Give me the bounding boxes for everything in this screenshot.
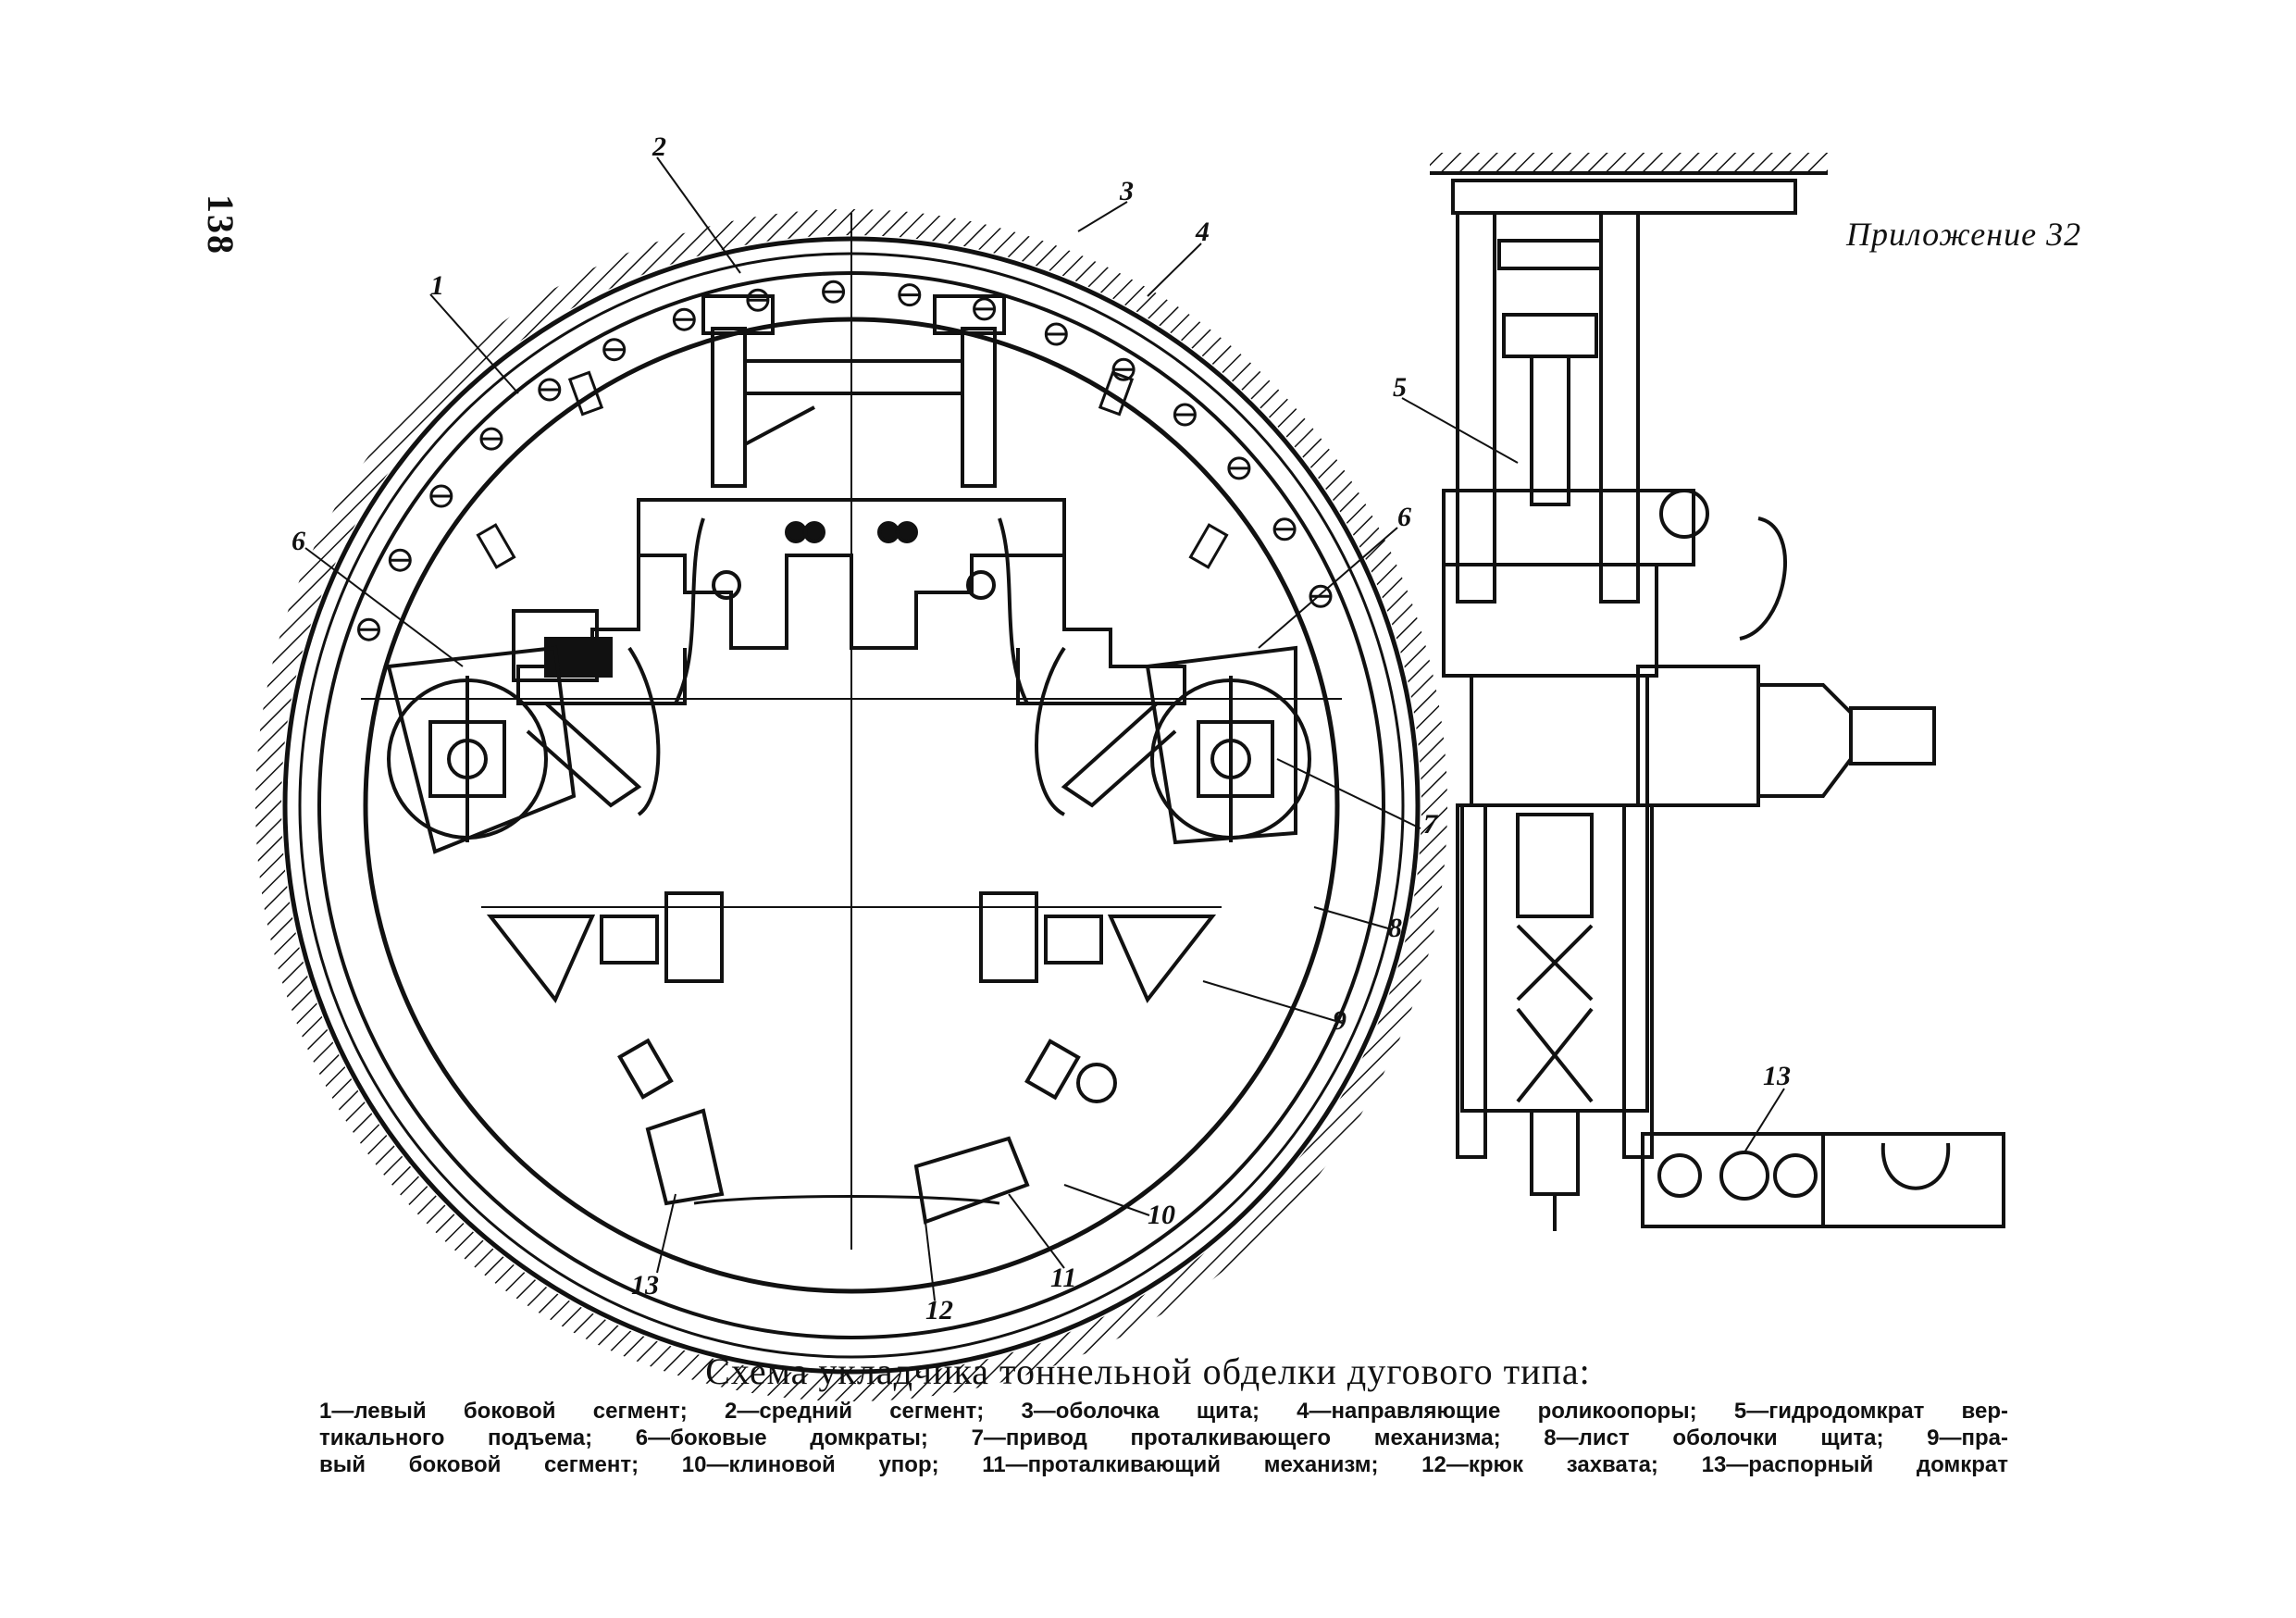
side-view <box>1430 153 2005 1231</box>
ground-top-hatch <box>1430 153 1828 173</box>
callout-12: 12 <box>925 1295 953 1326</box>
callout-4: 4 <box>1195 217 1210 247</box>
callout-13-right: 13 <box>1763 1061 1791 1091</box>
callout-8: 8 <box>1388 913 1402 943</box>
callout-6-left: 6 <box>292 526 305 556</box>
leader-lines <box>304 156 1785 1301</box>
callout-3: 3 <box>1119 176 1134 206</box>
callout-7: 7 <box>1423 809 1438 840</box>
callout-11: 11 <box>1050 1263 1076 1293</box>
legend-line: тикального подъема; 6—боковые домкраты; … <box>319 1425 2008 1450</box>
callout-10: 10 <box>1148 1200 1175 1230</box>
side-brackets <box>476 370 1229 569</box>
callout-6-right: 6 <box>1397 502 1411 532</box>
roller-supports <box>357 280 1333 641</box>
callout-2: 2 <box>652 131 666 162</box>
callout-13-left: 13 <box>631 1270 659 1301</box>
legend-line: 1—левый боковой сегмент; 2—средний сегме… <box>319 1399 2008 1424</box>
callout-5: 5 <box>1393 372 1407 403</box>
right-side-drum <box>1035 645 1311 845</box>
callout-labels: 1 2 3 4 5 6 6 7 8 9 10 11 12 13 13 <box>292 131 1791 1326</box>
appendix-label: Приложение 32 <box>1846 216 2082 253</box>
figure-legend: 1—левый боковой сегмент; 2—средний сегме… <box>319 1398 2008 1478</box>
upper-frame <box>512 294 1186 705</box>
legend-line: вый боковой сегмент; 10—клиновой упор; 1… <box>319 1452 2008 1477</box>
callout-9: 9 <box>1333 1005 1347 1036</box>
figure-caption-title: Схема укладчика тоннельной обделки дугов… <box>705 1350 1591 1392</box>
lower-mechanism <box>481 891 1222 1225</box>
left-side-drum <box>386 645 661 854</box>
callout-1: 1 <box>430 270 444 301</box>
cross-section-view <box>255 209 1447 1401</box>
